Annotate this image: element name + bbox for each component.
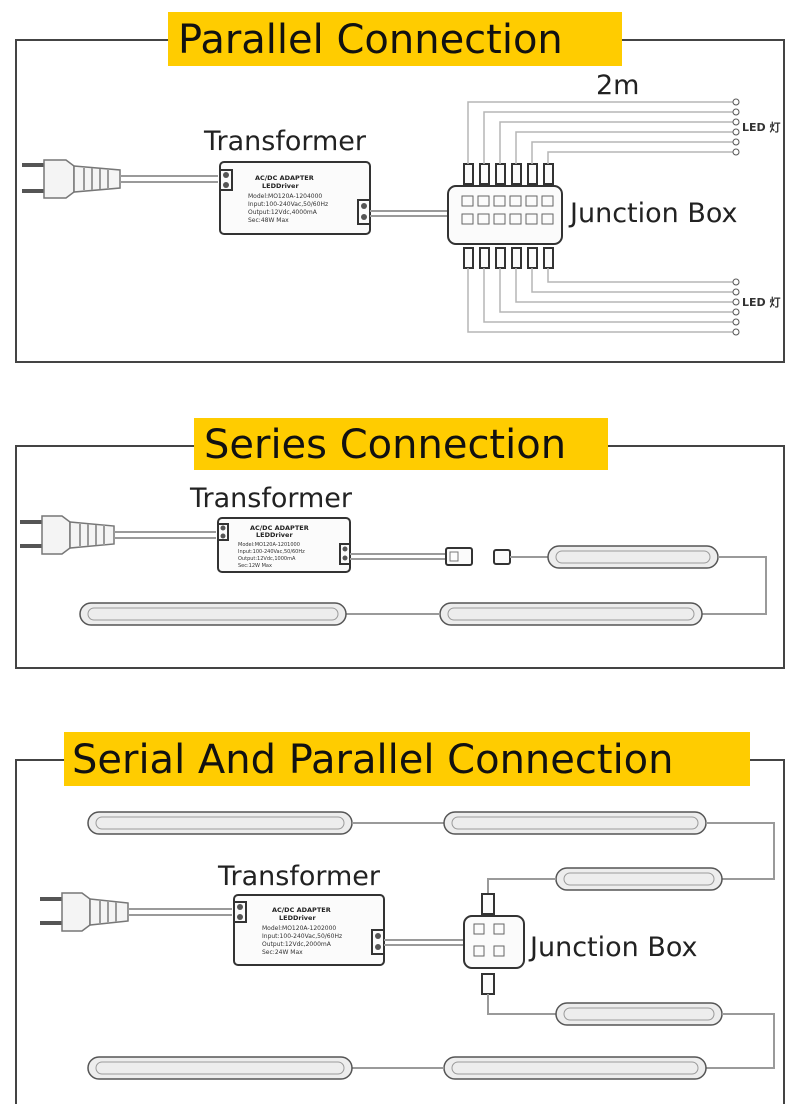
device-line-1: AC/DC ADAPTER: [250, 524, 309, 532]
power-plug-icon: [40, 892, 129, 932]
device-line-4: Input:100-240Vac,50/60Hz: [238, 549, 305, 555]
transformer-device: AC/DC ADAPTER LEDDriver Model:MO120A-120…: [219, 161, 371, 235]
device-line-4: Input:100-240Vac,50/60Hz: [248, 201, 328, 208]
series-title: Series Connection: [204, 422, 566, 468]
power-plug-icon: [22, 159, 121, 199]
link-wire: [487, 878, 556, 894]
parallel-output-wires-top: [467, 98, 740, 164]
ac-cord: [120, 175, 218, 183]
device-line-3: Model:MO120A-1201000: [238, 542, 300, 548]
led-bar: [443, 1056, 707, 1080]
serial-parallel-section: Serial And Parallel Connection Transform…: [15, 732, 785, 1104]
led-label-top: LED 灯: [742, 120, 780, 134]
link-wire: [706, 1013, 775, 1069]
ac-cord: [128, 908, 232, 916]
connector-female: [445, 547, 473, 566]
device-line-6: Sec:48W Max: [248, 217, 289, 224]
device-line-6: Sec:24W Max: [262, 949, 303, 956]
device-line-6: Sec:12W Max: [238, 563, 272, 569]
serial-parallel-junction-label: Junction Box: [528, 932, 698, 963]
led-bar: [87, 1056, 353, 1080]
serial-parallel-title-bg: [64, 732, 750, 786]
transformer-device: AC/DC ADAPTER LEDDriver Model:MO120A-120…: [217, 517, 351, 573]
device-line-2: LEDDriver: [279, 914, 316, 922]
device-line-1: AC/DC ADAPTER: [272, 906, 331, 914]
device-line-1: AC/DC ADAPTER: [255, 174, 314, 182]
led-bar: [443, 811, 707, 835]
dc-cord: [384, 939, 464, 946]
device-line-5: Output:12Vdc,2000mA: [262, 941, 332, 948]
parallel-transformer-label: Transformer: [203, 126, 367, 157]
device-line-3: Model:MO120A-1204000: [248, 193, 322, 200]
dc-cord: [370, 210, 448, 217]
series-link-wire: [700, 556, 767, 615]
led-bar: [439, 602, 703, 626]
device-line-2: LEDDriver: [262, 182, 299, 190]
dc-cord: [350, 553, 446, 560]
series-title-bg: [194, 418, 608, 470]
led-bar: [555, 1002, 723, 1026]
led-bar: [547, 545, 719, 569]
led-bar: [87, 811, 353, 835]
parallel-length-label: 2m: [596, 70, 639, 101]
device-line-5: Output:12Vdc,4000mA: [248, 209, 318, 216]
device-line-2: LEDDriver: [256, 531, 293, 539]
parallel-junction-label: Junction Box: [568, 198, 738, 229]
link-wire: [706, 822, 775, 880]
serial-parallel-transformer-label: Transformer: [217, 861, 381, 892]
parallel-section: Parallel Connection AC/DC ADAPTER LEDDri…: [15, 12, 785, 363]
device-line-5: Output:12Vdc,1000mA: [238, 556, 296, 562]
series-section: Series Connection Transformer AC/DC ADAP…: [15, 418, 785, 669]
serial-parallel-title: Serial And Parallel Connection: [72, 737, 674, 783]
junction-box: [447, 163, 563, 269]
junction-box: [463, 893, 525, 995]
parallel-title: Parallel Connection: [178, 17, 563, 63]
series-transformer-label: Transformer: [189, 483, 353, 514]
device-line-3: Model:MO120A-1202000: [262, 925, 336, 932]
led-bar: [79, 602, 347, 626]
ac-cord: [114, 531, 216, 539]
power-plug-icon: [20, 515, 115, 555]
transformer-device: AC/DC ADAPTER LEDDriver Model:MO120A-120…: [233, 894, 385, 966]
parallel-title-bg: [168, 12, 622, 66]
parallel-output-wires-bottom: [467, 268, 740, 336]
connector-male: [493, 549, 548, 565]
link-wire: [487, 994, 556, 1015]
led-bar: [555, 867, 723, 891]
device-line-4: Input:100-240Vac,50/60Hz: [262, 933, 342, 940]
led-label-bottom: LED 灯: [742, 295, 780, 309]
